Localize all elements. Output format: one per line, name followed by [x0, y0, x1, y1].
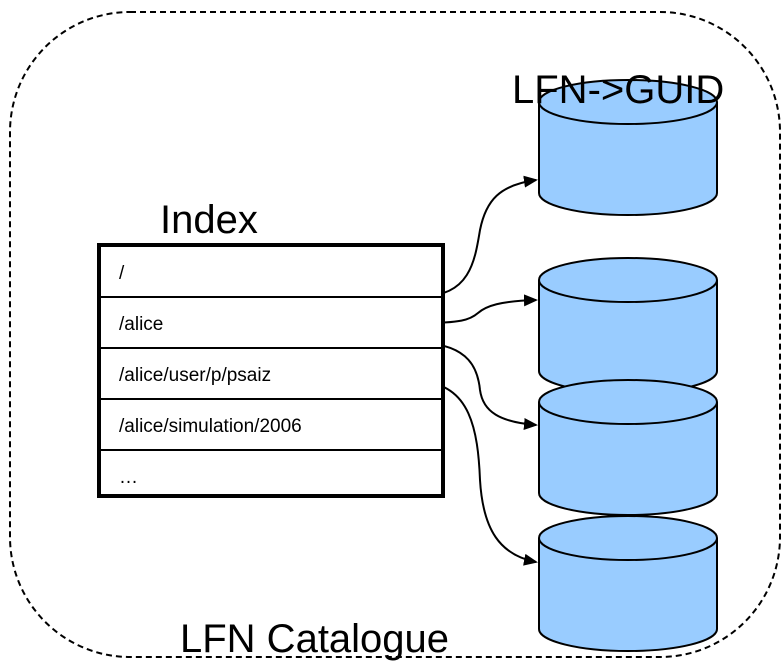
database-cylinder-2 [538, 257, 718, 394]
arrow-root-to-db1 [422, 175, 538, 297]
arrow-user-to-db3 [422, 342, 538, 430]
index-row-root: / [101, 247, 441, 298]
lfn-guid-title: LFN->GUID [512, 68, 725, 112]
index-row-label: /alice/simulation/2006 [119, 416, 302, 437]
cylinder-body [538, 538, 718, 652]
database-cylinder-3 [538, 379, 718, 516]
catalogue-boundary [9, 11, 781, 658]
index-row-label: / [119, 263, 125, 284]
index-row-user: /alice/user/p/psaiz [101, 349, 441, 400]
database-cylinder-1 [538, 79, 718, 216]
cylinder-top [538, 515, 718, 561]
arrow-simulation-to-db4 [422, 381, 538, 566]
cylinder-top [538, 379, 718, 425]
index-row-alice: /alice [101, 298, 441, 349]
index-row-ellipsis: … [101, 451, 441, 502]
index-row-label: /alice [119, 314, 164, 335]
cylinder-top [538, 257, 718, 303]
catalogue-title: LFN Catalogue [180, 617, 450, 661]
index-title: Index [160, 198, 258, 242]
index-row-label: … [119, 467, 138, 488]
index-row-simulation: /alice/simulation/2006 [101, 400, 441, 451]
index-row-label: /alice/user/p/psaiz [119, 365, 272, 386]
database-cylinder-4 [538, 515, 718, 652]
cylinder-body [538, 102, 718, 216]
index-table: / /alice /alice/user/p/psaiz /alice/simu… [97, 243, 445, 498]
cylinder-top [538, 79, 718, 125]
arrow-alice-to-db2 [422, 294, 538, 324]
